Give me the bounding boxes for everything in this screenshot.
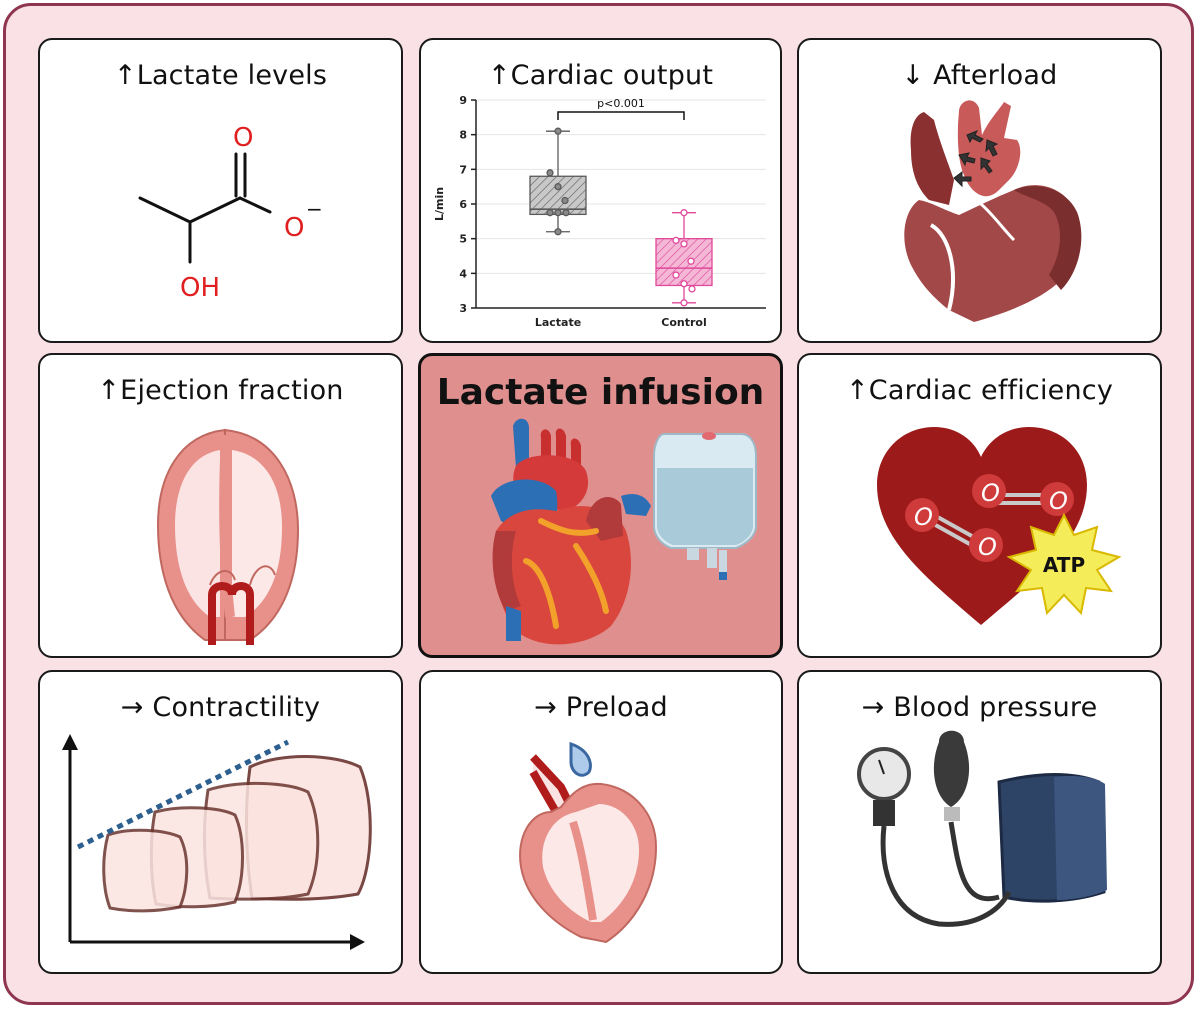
heart-cross-section-illustration — [156, 428, 300, 645]
negative-charge: − — [306, 197, 323, 221]
atp-burst-icon — [1006, 512, 1122, 616]
data-point — [561, 196, 569, 205]
data-point — [672, 236, 680, 245]
heart-preload-illustration — [519, 741, 658, 944]
y-axis-label: L/min — [433, 187, 446, 221]
carbonyl-oxygen: O — [233, 123, 253, 153]
pv-loop-diagram — [62, 734, 372, 950]
panel-title: ↑Ejection fraction — [97, 375, 344, 406]
center-title: Lactate infusion — [436, 372, 765, 413]
data-point — [687, 257, 695, 265]
data-point — [554, 127, 562, 135]
lactate-molecule: O O − OH — [138, 123, 323, 303]
y-tick-label: 8 — [459, 129, 467, 142]
panel-title: ↓ Afterload — [901, 60, 1058, 91]
oxygen-atom-4: O — [978, 533, 997, 561]
data-point — [554, 228, 562, 236]
oxygen-atom-2: O — [1049, 487, 1068, 515]
y-tick-label: 7 — [459, 163, 467, 176]
box-lactate — [529, 175, 587, 216]
heart-aorta-illustration — [904, 100, 1082, 322]
data-point — [672, 271, 680, 279]
data-point — [562, 209, 570, 217]
heart-and-iv-bag-illustration — [491, 418, 757, 645]
data-point — [554, 209, 562, 217]
oxygen-atom-1: O — [981, 479, 1000, 507]
atp-label: ATP — [1043, 553, 1085, 577]
data-point — [680, 240, 688, 248]
y-tick-label: 9 — [459, 94, 467, 107]
significance-bracket — [557, 111, 685, 120]
y-tick-label: 6 — [459, 198, 467, 211]
data-point — [680, 280, 688, 288]
panel-ejection-fraction: ↑Ejection fraction — [38, 353, 403, 658]
heart-atp-illustration: O O O O ATP — [877, 427, 1122, 625]
p-value-annotation: p<0.001 — [597, 97, 645, 110]
x-tick-label: Control — [661, 316, 706, 329]
panel-cardiac-efficiency: ↑Cardiac efficiency O O O O ATP — [797, 353, 1162, 658]
data-point — [680, 209, 688, 217]
x-tick-label: Lactate — [535, 316, 581, 329]
data-point — [554, 183, 562, 191]
y-tick-label: 3 — [459, 302, 467, 315]
panel-title: → Blood pressure — [861, 692, 1098, 723]
sphygmomanometer-illustration — [857, 730, 1107, 927]
panel-title: ↑Lactate levels — [113, 60, 328, 91]
y-tick-label: 4 — [459, 267, 467, 280]
panel-title: → Preload — [534, 692, 668, 723]
panel-title: ↑Cardiac efficiency — [845, 375, 1114, 406]
y-tick-label: 5 — [459, 233, 467, 246]
inflation-bulb-icon — [933, 730, 970, 807]
hydroxyl-group: OH — [180, 273, 220, 303]
panel-preload: → Preload — [419, 670, 783, 974]
panel-lactate-infusion: Lactate infusion — [418, 353, 783, 658]
panel-title: → Contractility — [120, 692, 321, 723]
panel-lactate-levels: ↑Lactate levels O O − OH — [38, 38, 403, 343]
data-point — [688, 285, 696, 293]
data-point — [546, 209, 554, 217]
panel-title: ↑Cardiac output — [487, 60, 714, 91]
panel-blood-pressure: → Blood pressure — [797, 670, 1162, 974]
data-point — [680, 299, 688, 307]
oxygen-atom-3: O — [914, 503, 933, 531]
oxide-oxygen: O — [284, 213, 304, 243]
panel-afterload: ↓ Afterload — [797, 38, 1162, 343]
panel-contractility: → Contractility — [38, 670, 403, 974]
data-point — [546, 169, 554, 177]
